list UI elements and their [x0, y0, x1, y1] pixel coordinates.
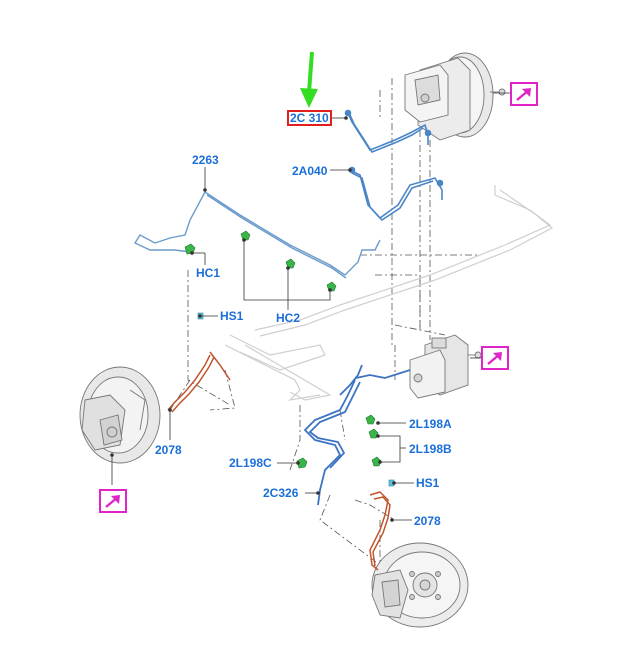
external-link-icon[interactable]: [99, 489, 127, 513]
brake-line-2a040: [348, 166, 444, 222]
callout-2l198b[interactable]: 2L198B: [409, 442, 452, 456]
phantom-outline: [169, 78, 480, 590]
ghost-brake-lines: [224, 185, 554, 401]
leader-dots: [110, 116, 396, 522]
brake-hose-right: [369, 491, 391, 571]
callout-2l198a[interactable]: 2L198A: [409, 417, 452, 431]
callout-2c310[interactable]: 2C 310: [290, 111, 329, 125]
callout-hs1-left[interactable]: HS1: [220, 309, 244, 323]
clip-hc2-a: [240, 230, 251, 241]
callout-2263[interactable]: 2263: [192, 153, 219, 167]
left-brake-disc: [79, 366, 161, 464]
callout-2c326[interactable]: 2C326: [263, 486, 299, 500]
brake-booster: [404, 52, 506, 141]
brake-line-2l198: [303, 364, 411, 506]
external-link-icon[interactable]: [481, 346, 509, 370]
brake-hose-left: [167, 351, 231, 413]
highlight-box: [287, 110, 332, 126]
callout-hc1[interactable]: HC1: [196, 266, 220, 280]
leader-lines: [111, 92, 510, 521]
brake-line-2263: [133, 191, 381, 279]
callout-2a040[interactable]: 2A040: [292, 164, 328, 178]
callout-2078-left[interactable]: 2078: [155, 443, 182, 457]
clip-2l198a: [365, 414, 376, 425]
callout-2l198c[interactable]: 2L198C: [229, 456, 272, 470]
brake-line-2c310: [344, 109, 432, 153]
pointer-arrow-icon: [300, 51, 318, 108]
clip-2l198c: [296, 457, 308, 469]
abs-module: [409, 334, 482, 399]
callout-hc2[interactable]: HC2: [276, 311, 300, 325]
right-brake-disc: [371, 542, 469, 628]
callout-2078-right[interactable]: 2078: [414, 514, 441, 528]
external-link-icon[interactable]: [510, 82, 538, 106]
callout-hs1-right[interactable]: HS1: [416, 476, 440, 490]
